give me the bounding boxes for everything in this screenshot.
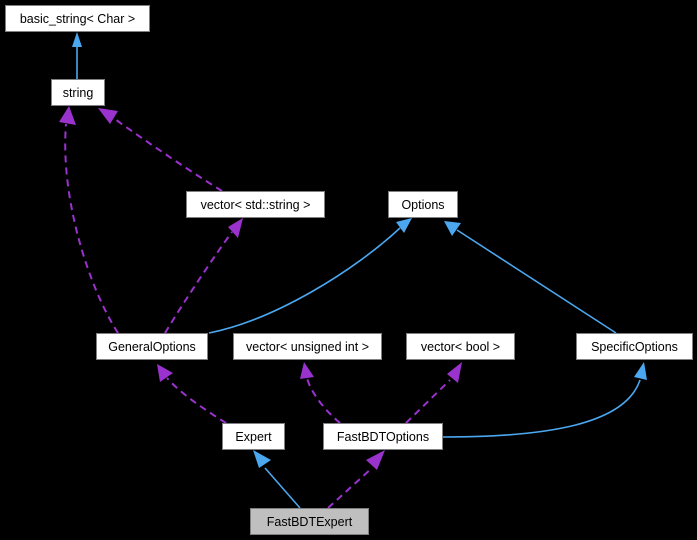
- node-expert-label: Expert: [235, 430, 272, 444]
- arrowhead-usage: [366, 450, 385, 470]
- node-options[interactable]: Options: [388, 191, 458, 218]
- edge-generaloptions-to-string: [59, 106, 119, 334]
- node-specific-options-label: SpecificOptions: [591, 340, 678, 354]
- arrowhead-inherit: [253, 450, 271, 468]
- edge-fastbdtoptions-to-vectoruint: [300, 362, 341, 424]
- edge-vectorstring-to-string: [98, 108, 223, 192]
- node-general-options-box[interactable]: [96, 333, 208, 360]
- node-expert-box[interactable]: [222, 423, 285, 450]
- node-vector-bool[interactable]: vector< bool >: [406, 333, 515, 360]
- node-basic-string-box[interactable]: [5, 5, 150, 32]
- edge-fastbdtexpert-to-fastbdtoptions: [327, 450, 385, 509]
- node-specific-options[interactable]: SpecificOptions: [576, 333, 693, 360]
- node-options-box[interactable]: [388, 191, 458, 218]
- node-fastbdt-options[interactable]: FastBDTOptions: [323, 423, 443, 450]
- arrowhead-usage: [447, 362, 462, 383]
- arrowhead-inherit: [634, 362, 647, 380]
- arrowhead-usage: [98, 108, 118, 124]
- edge-fastbdtoptions-to-vectorbool: [405, 362, 462, 424]
- node-specific-options-box[interactable]: [576, 333, 693, 360]
- node-fastbdt-options-box[interactable]: [323, 423, 443, 450]
- node-general-options-label: GeneralOptions: [108, 340, 196, 354]
- edge-generaloptions-to-options: [208, 218, 412, 334]
- node-string[interactable]: string: [51, 79, 105, 106]
- node-vector-unsigned-int-label: vector< unsigned int >: [246, 340, 369, 354]
- node-layer: basic_string< Char > string vector< std:…: [5, 5, 693, 535]
- edge-fastbdtoptions-to-specificoptions: [442, 362, 647, 438]
- arrowhead-inherit: [444, 221, 461, 236]
- node-basic-string[interactable]: basic_string< Char >: [5, 5, 150, 32]
- arrowhead-usage: [300, 362, 314, 379]
- edge-layer: [59, 32, 647, 509]
- edge-generaloptions-to-vectorstring: [164, 218, 243, 334]
- arrowhead-inherit: [396, 218, 412, 233]
- node-fastbdt-expert-label: FastBDTExpert: [267, 515, 353, 529]
- node-fastbdt-expert-box[interactable]: [250, 508, 369, 535]
- node-expert[interactable]: Expert: [222, 423, 285, 450]
- arrowhead-usage: [157, 364, 173, 382]
- node-vector-unsigned-int[interactable]: vector< unsigned int >: [233, 333, 382, 360]
- node-vector-std-string[interactable]: vector< std::string >: [186, 191, 325, 218]
- node-vector-unsigned-int-box[interactable]: [233, 333, 382, 360]
- node-options-label: Options: [401, 198, 444, 212]
- edge-string-to-basic-string: [72, 32, 82, 79]
- edge-fastbdtexpert-to-expert: [253, 450, 301, 509]
- node-general-options[interactable]: GeneralOptions: [96, 333, 208, 360]
- arrowhead-inherit: [72, 32, 82, 47]
- node-vector-std-string-box[interactable]: [186, 191, 325, 218]
- node-vector-bool-box[interactable]: [406, 333, 515, 360]
- node-vector-bool-label: vector< bool >: [421, 340, 500, 354]
- node-string-box[interactable]: [51, 79, 105, 106]
- node-fastbdt-options-label: FastBDTOptions: [337, 430, 429, 444]
- node-fastbdt-expert[interactable]: FastBDTExpert: [250, 508, 369, 535]
- arrowhead-usage: [228, 218, 243, 238]
- node-vector-std-string-label: vector< std::string >: [201, 198, 311, 212]
- edge-expert-to-generaloptions: [157, 364, 227, 424]
- node-basic-string-label: basic_string< Char >: [20, 12, 135, 26]
- edge-specificoptions-to-options: [444, 221, 617, 334]
- node-string-label: string: [63, 86, 94, 100]
- arrowhead-usage: [59, 106, 76, 125]
